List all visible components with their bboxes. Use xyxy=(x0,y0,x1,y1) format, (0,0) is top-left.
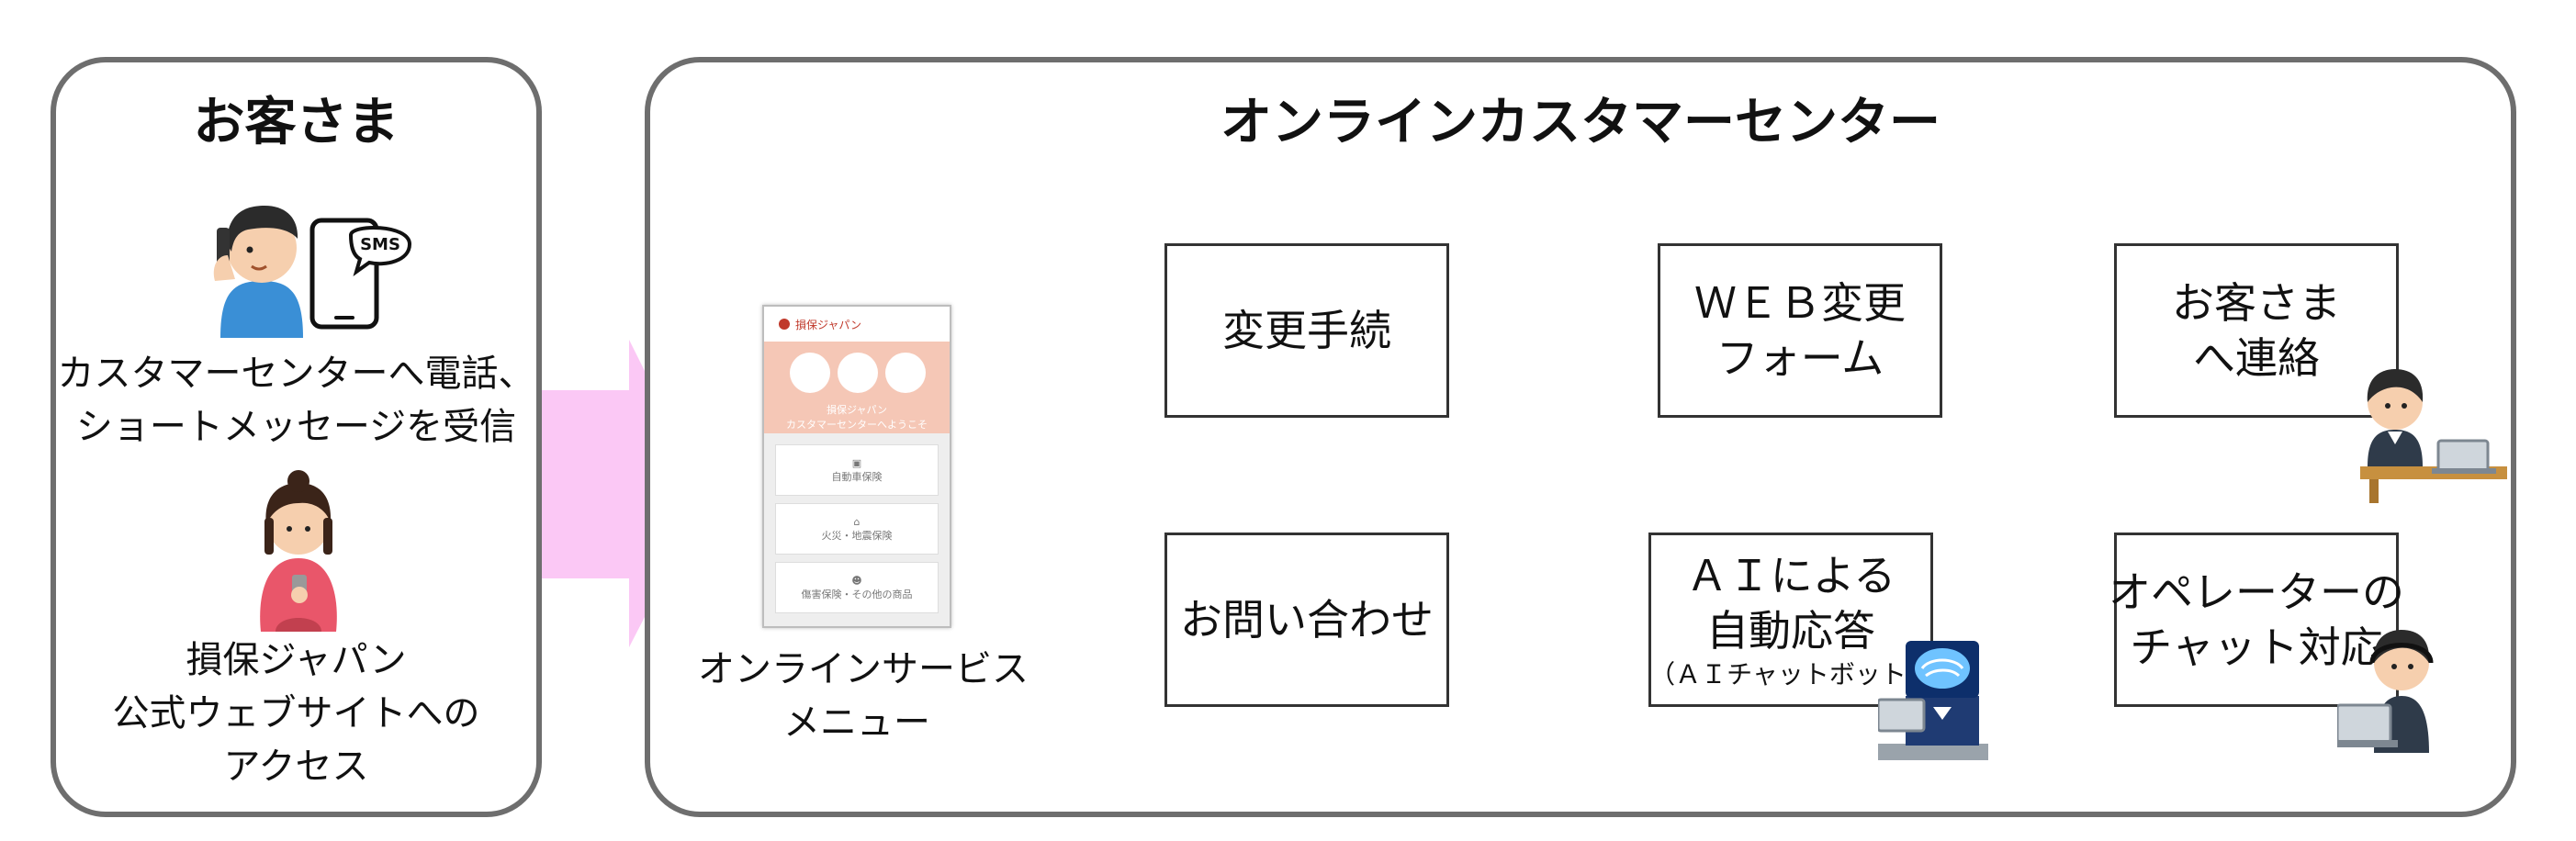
staff-at-laptop-icon xyxy=(2360,369,2507,503)
customer-text-call: カスタマーセンターへ電話、 ショートメッセージを受信 xyxy=(57,353,535,448)
change-procedure-box: 変更手続 xyxy=(1164,243,1449,418)
menu-brand: 損保ジャパン xyxy=(795,318,862,331)
hero-line: カスタマーセンターへようこそ xyxy=(786,419,928,431)
smartphone-sms-icon: SMS xyxy=(309,218,412,330)
menu-item-fire[interactable]: ⌂火災・地震保険 xyxy=(775,503,939,555)
contact-customer-box: お客さま へ連絡 xyxy=(2114,243,2399,418)
menu-list: ▣自動車保険 ⌂火災・地震保険 ☻傷害保険・その他の商品 xyxy=(764,433,950,626)
avatar xyxy=(885,353,926,393)
avatar xyxy=(790,353,830,393)
hero-line: 損保ジャパン xyxy=(827,404,887,416)
customer-panel xyxy=(51,57,542,817)
svg-text:SMS: SMS xyxy=(360,235,400,254)
woman-with-smartphone-icon xyxy=(260,470,337,632)
menu-brand-header: 損保ジャパン xyxy=(764,307,950,342)
car-icon: ▣ xyxy=(851,456,862,469)
ai-response-box: ＡＩによる 自動応答 （ＡＩチャットボット） xyxy=(1648,533,1933,707)
man-on-phone-icon xyxy=(213,206,303,338)
menu-hero: 損保ジャパン カスタマーセンターへようこそ xyxy=(764,342,950,433)
operator-with-headset-icon xyxy=(2337,630,2434,753)
house-icon: ⌂ xyxy=(853,515,861,528)
ai-robot-brain-icon xyxy=(1878,641,1988,760)
customer-text-website: 損保ジャパン 公式ウェブサイトへの アクセス xyxy=(112,639,480,788)
center-panel-title: オンラインカスタマーセンター xyxy=(1221,93,1940,152)
web-form-box: ＷＥＢ変更 フォーム xyxy=(1658,243,1942,418)
menu-item-auto[interactable]: ▣自動車保険 xyxy=(775,444,939,496)
menu-item-other[interactable]: ☻傷害保険・その他の商品 xyxy=(775,562,939,613)
online-service-menu-caption: オンラインサービス メニュー xyxy=(698,648,1029,744)
person-icon: ☻ xyxy=(851,574,862,587)
inquiry-box: お問い合わせ xyxy=(1164,533,1449,707)
brand-logo-icon xyxy=(779,319,790,330)
online-service-menu-screen[interactable]: 損保ジャパン 損保ジャパン カスタマーセンターへようこそ ▣自動車保険 ⌂火災・… xyxy=(762,305,951,628)
operator-chat-box: オペレーターの チャット対応 xyxy=(2109,533,2404,707)
avatar xyxy=(838,353,878,393)
customer-panel-title: お客さま xyxy=(193,93,399,152)
